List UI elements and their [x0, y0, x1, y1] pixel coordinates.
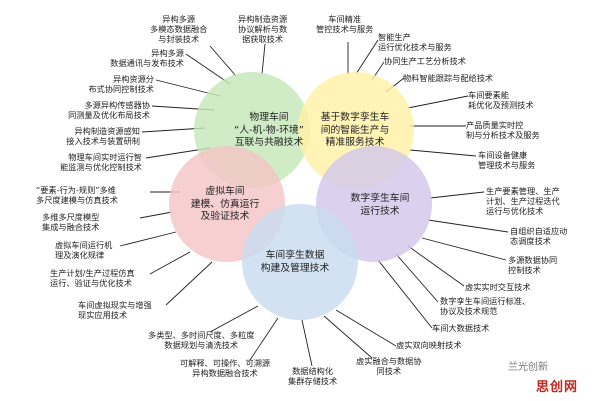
leaf-physical-5: 异构制造资源感知 接入技术与装置研制	[66, 126, 140, 146]
connector-line	[209, 45, 237, 77]
connector-line	[165, 261, 213, 306]
connector-line	[209, 305, 259, 333]
leaf-service-6: 产品质量实时控 制与分析技术及服务	[466, 120, 540, 140]
leaf-service-7: 车间设备健康 管理技术与服务	[478, 150, 536, 170]
watermark-site: 思创网	[536, 380, 579, 395]
leaf-data-3: 数据结构化 集群存储技术	[288, 366, 338, 386]
leaf-operation-3: 多源数据协同 控制技术	[508, 255, 558, 275]
hub-circle-data	[242, 204, 358, 320]
connector-line	[407, 245, 465, 287]
leaf-physical-4: 多源异构传感器协 同测量及优化布局技术	[68, 100, 150, 120]
connector-line	[185, 53, 231, 85]
hub-physical-label: 物理车间 “人-机-物-环境” 互联与共融技术	[234, 112, 304, 148]
leaf-operation-1: 生产要素管理、生产 计划、生产过程迭代 运行与优化技术	[486, 186, 560, 216]
connector-line	[149, 251, 191, 275]
leaf-physical-3: 异构资源分 布式协同控制技术	[88, 74, 154, 94]
leaf-virtual-2: 多维多尺度模型 集成与融合技术	[42, 212, 100, 232]
leaf-service-4: 物料智能跟踪与配给技术	[403, 73, 494, 83]
connector-line	[139, 211, 173, 219]
leaf-data-1: 多类型、多时间尺度、多粒度 数据规划与清洗技术	[148, 330, 255, 350]
leaf-top-center: 异构制造资源 协议解析与数 据获取技术	[238, 14, 288, 44]
connector-line	[407, 95, 469, 109]
leaf-operation-5: 数字孪生车间运行标准、 协议及技术规范	[440, 296, 531, 316]
leaf-virtual-3: 虚拟车间运行机 理及演化规律	[55, 240, 113, 260]
leaf-physical-2: 异构多源 数据通讯与发布技术	[110, 48, 184, 68]
leaf-service-1: 车间精准 管控技术与服务	[316, 14, 374, 34]
connector-line	[395, 253, 439, 303]
leaf-operation-6: 车间大数据技术	[432, 323, 490, 333]
connector-line	[377, 259, 433, 329]
connector-line	[421, 237, 507, 261]
connector-line	[427, 219, 509, 233]
leaf-service-2: 智能生产 运行优化技术与服务	[378, 32, 452, 52]
leaf-data-4: 虚实融合与数据协 同技术	[356, 356, 422, 376]
connector-line	[355, 39, 379, 75]
leaf-data-5: 虚实双向映射技术	[396, 340, 462, 350]
connector-line	[249, 317, 279, 361]
hub-data-label: 车间孪生数据 构建及管理技术	[260, 250, 330, 274]
leaf-virtual-1: “要素-行为-规则”多维 多尺度建模与仿真技术	[36, 185, 118, 205]
connector-line	[323, 315, 373, 359]
connector-line	[429, 191, 485, 199]
connector-line	[301, 319, 313, 367]
leaf-virtual-4: 生产计划/生产过程仿真 运行、验证与优化技术	[50, 268, 135, 288]
connector-line	[409, 149, 477, 157]
hub-service-label: 基于数字孪生车 间的智能生产与 精准服务技术	[320, 112, 390, 148]
leaf-physical-1: 异构多源 多模态数据融合 与封装技术	[150, 14, 208, 44]
leaf-virtual-5: 车间虚拟现实与增强 现实应用技术	[78, 300, 152, 320]
connector-line	[335, 309, 397, 347]
leaf-operation-2: 自组织自适应动 态调度技术	[510, 226, 568, 246]
watermark-source: 兰光创新	[508, 362, 548, 373]
leaf-physical-6: 物理车间实时运行智 能监测与优化控制技术	[60, 152, 142, 172]
hub-virtual-label: 虚拟车间 建模、仿真运行 及验证技术	[190, 186, 260, 222]
connector-line	[119, 231, 177, 247]
leaf-data-2: 可解释、可操作、可溯源 异构数据融合技术	[180, 358, 271, 378]
leaf-service-3: 协同生产工艺分析技术	[384, 56, 466, 66]
hub-operation-label: 数字孪生车间 运行技术	[350, 193, 410, 217]
leaf-operation-4: 虚实实时交互技术	[465, 282, 531, 292]
leaf-service-5: 车间要素能 耗优化及预测技术	[468, 90, 534, 110]
connector-line	[261, 43, 266, 75]
